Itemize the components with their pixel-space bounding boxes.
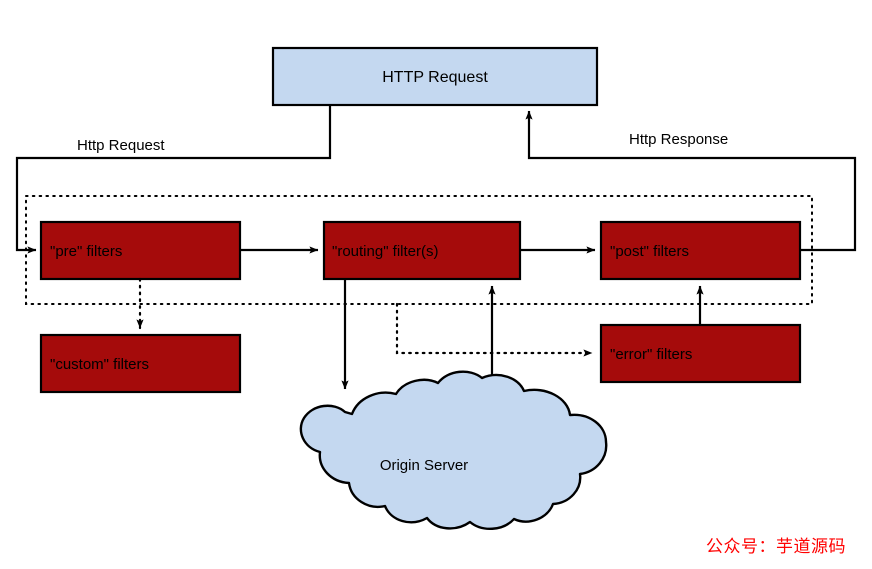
origin-server-cloud: Origin Server [299,370,608,530]
custom-filters-box: "custom" filters [39,333,242,394]
origin-server-cloud-shape [299,370,608,530]
edge-label-http-request: Http Request [77,137,165,154]
pre-filters-box: "pre" filters [39,220,242,281]
pre-filters-label: "pre" filters [50,243,122,260]
edge-http-request-to-pre [15,105,332,254]
post-filters-rect [599,220,802,281]
edge-post-to-http-response [525,110,857,252]
routing-filters-rect [322,220,522,281]
post-filters-label: "post" filters [610,243,689,260]
origin-server-label: Origin Server [380,457,468,474]
post-filters-box: "post" filters [599,220,802,281]
error-filters-rect [599,323,802,384]
edge-label-http-response: Http Response [629,131,728,148]
http-request-box-rect [271,46,599,107]
http-request-box-label: HTTP Request [382,69,488,86]
http-request-box: HTTP Request [271,46,599,107]
edge-pipeline-to-error [395,302,594,357]
error-filters-box: "error" filters [599,323,802,384]
routing-filters-box: "routing" filter(s) [322,220,522,281]
custom-filters-label: "custom" filters [50,356,149,373]
error-filters-label: "error" filters [610,346,692,363]
routing-filters-label: "routing" filter(s) [332,243,439,260]
custom-filters-rect [39,333,242,394]
watermark-label: 公众号：芋道源码 [706,537,846,556]
